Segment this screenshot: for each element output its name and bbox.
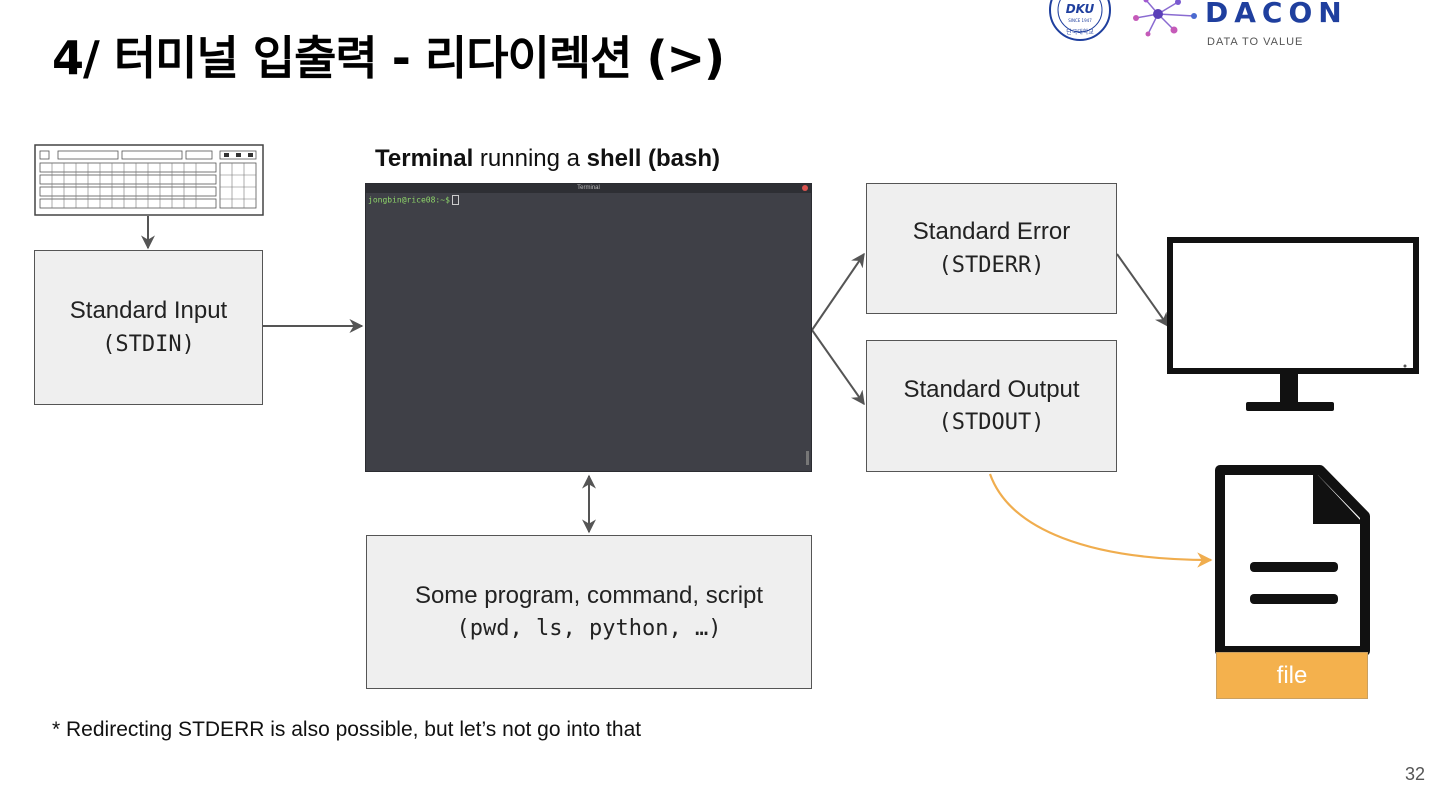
- footnote: * Redirecting STDERR is also possible, b…: [52, 718, 642, 741]
- dacon-network-icon: [1133, 0, 1197, 37]
- file-document-icon: [1215, 465, 1370, 656]
- stdin-code: (STDIN): [102, 331, 195, 357]
- keyboard-icon: [34, 144, 264, 216]
- slide-title: 4/ 터미널 입출력 - 리다이렉션 (>): [52, 31, 725, 85]
- terminal-caption-mid: running a: [473, 145, 587, 172]
- page-number: 32: [1405, 764, 1426, 784]
- stderr-box: Standard Error (STDERR): [866, 183, 1117, 314]
- terminal-scrollbar: [806, 451, 809, 465]
- stdout-box: Standard Output (STDOUT): [866, 340, 1117, 472]
- dacon-logo-text: DACON: [1205, 0, 1348, 29]
- program-box: Some program, command, script (pwd, ls, …: [366, 535, 812, 689]
- terminal-prompt-text: jongbin@rice08:~$: [368, 195, 450, 205]
- dacon-tagline: DATA TO VALUE: [1207, 36, 1304, 48]
- monitor-icon: [1167, 237, 1419, 411]
- stdout-code: (STDOUT): [938, 410, 1045, 436]
- terminal-caption-bold: Terminal: [375, 145, 474, 172]
- terminal-caption-shell: shell (bash): [586, 145, 721, 172]
- stdin-label: Standard Input: [69, 297, 228, 325]
- program-examples: (pwd, ls, python, …): [456, 616, 722, 642]
- terminal-window: Terminal jongbin@rice08:~$: [365, 183, 812, 472]
- stdout-label: Standard Output: [903, 375, 1080, 403]
- stderr-label: Standard Error: [912, 218, 1071, 246]
- terminal-window-title: Terminal: [577, 185, 600, 191]
- program-label: Some program, command, script: [414, 581, 764, 609]
- terminal-caption: Terminal running a shell (bash): [375, 145, 720, 173]
- file-label: file: [1216, 652, 1368, 699]
- stdin-box: Standard Input (STDIN): [34, 250, 263, 405]
- terminal-titlebar: Terminal: [366, 184, 811, 193]
- logo-area: DKU SINCE 1947 단국대학교 DACON DATA TO VALUE: [1040, 0, 1452, 58]
- close-icon: [802, 185, 808, 191]
- cursor-icon: [451, 195, 459, 205]
- dku-korean: 단국대학교: [1066, 28, 1094, 36]
- dku-initials: DKU: [1066, 2, 1095, 16]
- stderr-code: (STDERR): [938, 252, 1045, 278]
- terminal-prompt: jongbin@rice08:~$: [366, 193, 811, 207]
- dku-seal-logo: DKU SINCE 1947 단국대학교: [1049, 0, 1111, 41]
- dku-since: SINCE 1947: [1068, 18, 1092, 23]
